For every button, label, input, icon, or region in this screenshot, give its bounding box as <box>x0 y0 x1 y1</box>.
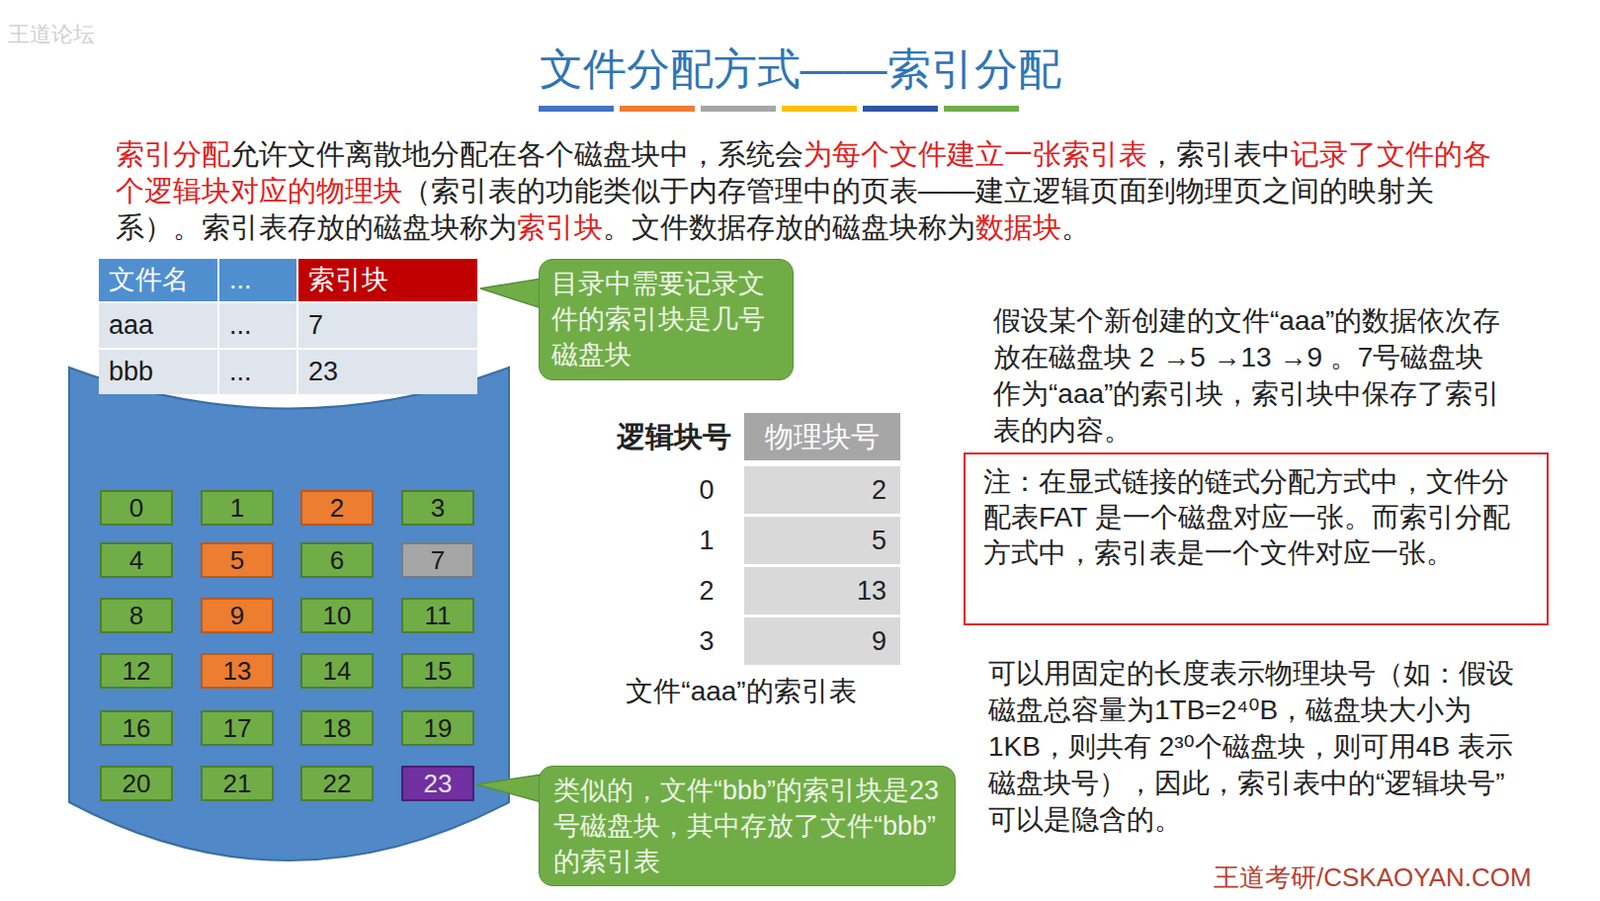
callout-tail <box>480 278 542 309</box>
node-text: 23 <box>403 767 473 800</box>
disk-block: 18 <box>300 710 374 747</box>
intro-paragraph: 索引分配允许文件离散地分配在各个磁盘块中，系统会为每个文件建立一张索引表，索引表… <box>115 136 1519 247</box>
table-cell: 0 <box>681 466 732 514</box>
callout-box: 类似的，文件“bbb”的索引块是23号磁盘块，其中存放了文件“bbb”的索引表 <box>538 765 956 887</box>
node-text: 13 <box>202 655 272 687</box>
title-bars <box>538 105 1019 112</box>
disk-block: 0 <box>99 490 173 526</box>
disk-block: 6 <box>300 542 374 579</box>
table-cell: 2 <box>744 466 901 514</box>
disk-block: 4 <box>99 542 173 579</box>
footer-credit: 王道考研/CSKAOYAN.COM <box>1213 859 1590 896</box>
node-text: 19 <box>403 712 473 745</box>
table-header: ... <box>219 258 297 302</box>
disk-block: 16 <box>99 710 173 747</box>
node-text: 5 <box>202 544 272 577</box>
node-text: 10 <box>302 599 372 632</box>
table-cell: 7 <box>298 303 478 348</box>
node-text: 4 <box>101 544 171 577</box>
callout-box: 目录中需要记录文件的索引块是几号磁盘块 <box>538 258 794 381</box>
disk-block: 11 <box>401 597 475 634</box>
node-text: 6 <box>302 544 372 577</box>
node-text: 15 <box>403 655 473 687</box>
node-text: 3 <box>403 492 473 524</box>
table-cell: ... <box>219 349 297 395</box>
node-text: 7 <box>403 544 473 577</box>
table-cell: 1 <box>681 516 732 565</box>
node-text: 14 <box>302 655 372 687</box>
table-cell: aaa <box>98 303 218 348</box>
node-text: 18 <box>302 712 372 745</box>
node-text: 20 <box>101 767 171 800</box>
table-cell: 5 <box>744 516 901 565</box>
table-caption: 文件“aaa”的索引表 <box>573 672 910 712</box>
disk-block: 19 <box>401 710 475 747</box>
callout-tail <box>476 774 542 803</box>
node-text: 21 <box>202 767 272 800</box>
disk-block: 20 <box>99 765 173 802</box>
disk-block: 8 <box>99 597 173 634</box>
disk-block: 2 <box>300 490 374 526</box>
disk-cylinder <box>69 367 509 861</box>
disk-block: 17 <box>200 710 274 747</box>
node-text: 11 <box>403 599 473 632</box>
disk-block: 3 <box>401 490 475 526</box>
table-header: 索引块 <box>298 258 478 302</box>
node-text: 17 <box>202 712 272 745</box>
disk-block: 21 <box>200 765 274 802</box>
highlight-text: 索引块 <box>516 211 603 244</box>
node-text: 1 <box>202 492 272 524</box>
node-text: 12 <box>101 655 171 687</box>
disk-block: 23 <box>401 765 475 802</box>
disk-block: 15 <box>401 653 475 689</box>
body-text: ，索引表中 <box>1147 138 1291 170</box>
body-text: 允许文件离散地分配在各个磁盘块中，系统会 <box>230 138 804 170</box>
node-text: 9 <box>202 599 272 632</box>
explanation-text: 可以用固定的长度表示物理块号（如：假设磁盘总容量为1TB=2⁴⁰B，磁盘块大小为… <box>988 655 1530 839</box>
disk-block: 10 <box>300 597 374 634</box>
note-box: 注：在显式链接的链式分配方式中，文件分配表FAT 是一个磁盘对应一张。而索引分配… <box>963 452 1549 626</box>
disk-block: 9 <box>200 597 274 634</box>
highlight-text: 索引分配 <box>115 138 231 170</box>
table-cell: 3 <box>681 617 732 666</box>
disk-block: 14 <box>300 653 374 689</box>
table-header: 逻辑块号 <box>590 413 738 461</box>
body-text: 。文件数据存放的磁盘块称为 <box>602 211 976 244</box>
node-text: 目录中需要记录文件的索引块是几号磁盘块 <box>551 265 781 373</box>
disk-block: 5 <box>200 542 274 579</box>
table-cell: 9 <box>744 617 901 666</box>
highlight-text: 数据块 <box>975 211 1062 244</box>
table-cell: 23 <box>298 349 478 395</box>
explanation-text: 假设某个新创建的文件“aaa”的数据依次存放在磁盘块 2 →5 →13 →9 。… <box>993 302 1508 449</box>
body-text: 。 <box>1061 211 1091 244</box>
disk-block: 12 <box>99 653 173 689</box>
disk-block: 1 <box>200 490 274 526</box>
node-text: 2 <box>302 492 372 524</box>
node-text: 类似的，文件“bbb”的索引块是23号磁盘块，其中存放了文件“bbb”的索引表 <box>553 772 941 880</box>
node-text: 0 <box>101 492 171 524</box>
highlight-text: 为每个文件建立一张索引表 <box>803 138 1148 170</box>
node-text: 16 <box>101 712 171 745</box>
disk-block: 7 <box>401 542 475 579</box>
table-cell: bbb <box>98 349 218 395</box>
node-text: 8 <box>101 599 171 632</box>
table-header: 文件名 <box>98 258 218 302</box>
table-cell: 2 <box>681 567 732 615</box>
table-header: 物理块号 <box>744 413 901 461</box>
disk-block: 13 <box>200 653 274 689</box>
node-text: 22 <box>302 767 372 800</box>
node-text: 注：在显式链接的链式分配方式中，文件分配表FAT 是一个磁盘对应一张。而索引分配… <box>983 464 1529 572</box>
table-cell: ... <box>219 303 297 348</box>
disk-block: 22 <box>300 765 374 802</box>
page-title: 文件分配方式——索引分配 <box>0 41 1600 97</box>
table-cell: 13 <box>744 567 901 615</box>
watermark: 王道论坛 <box>7 19 157 50</box>
